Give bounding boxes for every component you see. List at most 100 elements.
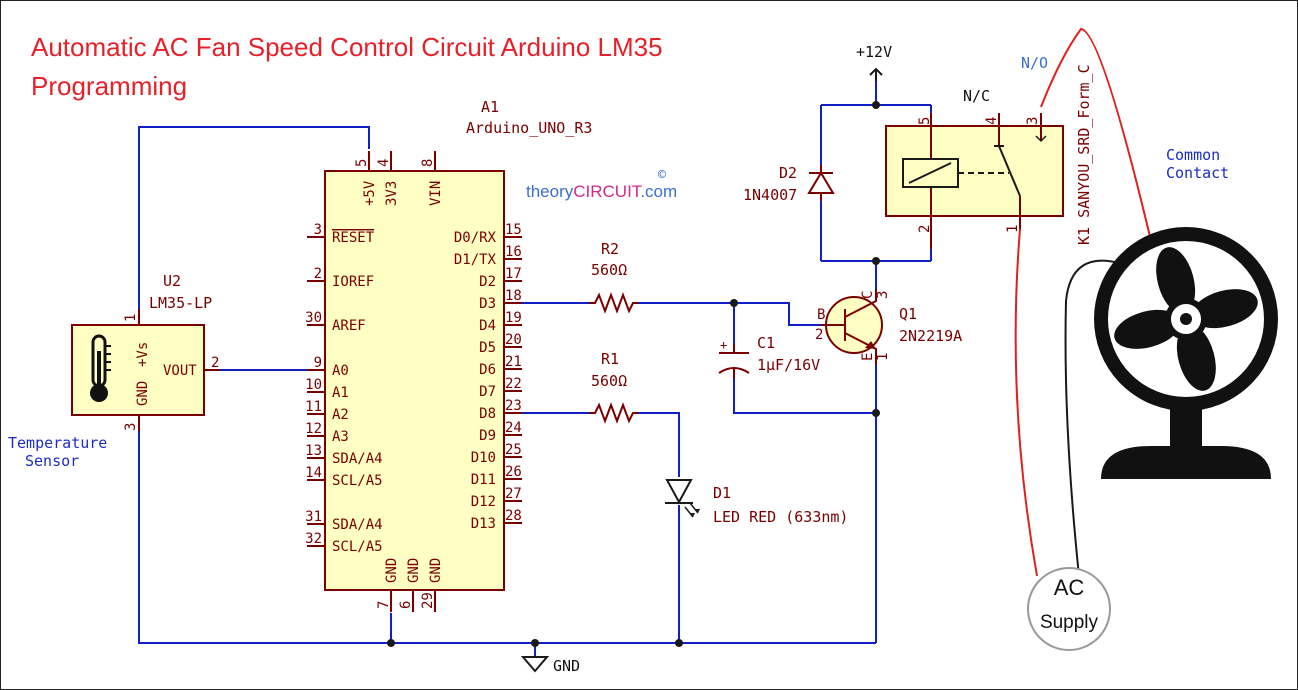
relay-pin-3: 3: [1025, 117, 1041, 125]
arduino-pin-label: A2: [332, 407, 349, 423]
gnd-label: GND: [553, 657, 580, 675]
arduino-pin-label: D12: [471, 494, 496, 510]
d2-ref: D2: [779, 164, 797, 182]
arduino-pin-label: D5: [479, 340, 496, 356]
arduino-pin-num: 5: [354, 159, 370, 167]
ground-symbol: [520, 656, 550, 673]
q1-c: C: [860, 291, 876, 299]
arduino-pin-label: D7: [479, 384, 496, 400]
lm35-sensor: [71, 309, 220, 431]
arduino-pin-num: 13: [305, 443, 322, 459]
d2-value: 1N4007: [743, 186, 797, 204]
arduino-pin-label: IOREF: [332, 274, 374, 290]
arduino-pin-label: D8: [479, 406, 496, 422]
arduino-pin-num: 3: [314, 222, 322, 238]
arduino-pin-label: A3: [332, 429, 349, 445]
c1-ref: C1: [757, 334, 775, 352]
arduino-pin-num: 26: [505, 464, 522, 480]
arduino-pin-label: GND: [406, 558, 422, 583]
arduino-pin-num: 14: [305, 465, 322, 481]
copyright-mark: ©: [658, 168, 666, 183]
arduino-pin-num: 11: [305, 399, 322, 415]
common-contact-2: Contact: [1166, 164, 1229, 182]
arduino-pin-num: 2: [314, 266, 322, 282]
c1-value: 1µF/16V: [757, 356, 820, 374]
arduino-pin-label: A1: [332, 385, 349, 401]
arduino-pin-num: 9: [314, 355, 322, 371]
arduino-pin-label: D0/RX: [454, 230, 497, 246]
arduino-pin-num: 15: [505, 222, 522, 238]
arduino-pin-num: 32: [305, 531, 322, 547]
arduino-pin-label: RESET: [332, 230, 375, 246]
q1-e: E: [860, 353, 876, 361]
arduino-pin-num: 23: [505, 398, 522, 414]
relay-label: K1 SANYOU_SRD_Form_C: [1075, 64, 1093, 245]
arduino-pin-label: GND: [428, 558, 444, 583]
lm35-pin2: 2: [211, 355, 219, 371]
common-contact-1: Common: [1166, 146, 1220, 164]
lm35-vs-label: +Vs: [135, 342, 151, 367]
arduino-pin-num: 19: [505, 310, 522, 326]
ac-supply: [1027, 567, 1111, 651]
r1-ref: R1: [601, 350, 619, 368]
arduino-pin-num: 18: [505, 288, 522, 304]
arduino-pin-num: 12: [305, 421, 322, 437]
title-line-2: Programming: [31, 71, 187, 101]
lm35-pin1: 1: [123, 314, 139, 322]
arduino-pin-num: 17: [505, 266, 522, 282]
arduino-pin-label: D2: [479, 274, 496, 290]
ac-label: AC: [1054, 575, 1085, 600]
v12-label: +12V: [856, 43, 892, 61]
svg-text:+: +: [720, 338, 727, 352]
diode-d2: [807, 165, 835, 201]
arduino-pin-label: 3V3: [384, 181, 400, 206]
supply-label: Supply: [1040, 612, 1099, 633]
resistor-r2: [589, 292, 638, 314]
arduino-pin-num: 21: [505, 354, 522, 370]
thermometer-icon: [90, 334, 111, 402]
capacitor-c1: +: [718, 338, 750, 379]
arduino-ref: A1: [481, 98, 499, 116]
arduino-pin-num: 6: [398, 601, 414, 609]
q1-c-num: 3: [875, 291, 891, 299]
arduino-pin-label: SDA/A4: [332, 517, 383, 533]
arduino-pin-label: D11: [471, 472, 496, 488]
sensor-caption-1: Temperature: [8, 434, 107, 452]
no-label: N/O: [1021, 54, 1048, 72]
arduino-pin-num: 31: [305, 509, 322, 525]
q1-e-num: 1: [875, 353, 891, 361]
arduino-pin-label: GND: [384, 558, 400, 583]
sensor-caption-2: Sensor: [25, 452, 79, 470]
ac-wires: [1014, 27, 1152, 577]
arduino-pin-label: D3: [479, 296, 496, 312]
fan-icon: [1094, 227, 1278, 479]
arduino-value: Arduino_UNO_R3: [466, 119, 592, 137]
d1-value: LED RED (633nm): [713, 508, 848, 526]
arduino-pin-num: 20: [505, 332, 522, 348]
r2-ref: R2: [601, 240, 619, 258]
nc-label: N/C: [963, 87, 990, 105]
led-d1: [665, 479, 700, 518]
r1-value: 560Ω: [591, 372, 627, 390]
arduino-pin-label: A0: [332, 363, 349, 379]
relay-pin-1: 1: [1005, 225, 1021, 233]
q1-ref: Q1: [899, 305, 917, 323]
resistor-r1: [589, 402, 638, 424]
junction-dots: [387, 101, 880, 647]
arduino-pin-num: 16: [505, 244, 522, 260]
watermark: theoryCIRCUIT.com: [526, 182, 677, 201]
arduino-pin-num: 8: [420, 159, 436, 167]
arduino-pin-label: SCL/A5: [332, 473, 383, 489]
arduino-pin-label: D4: [479, 318, 496, 334]
title-line-1: Automatic AC Fan Speed Control Circuit A…: [31, 32, 663, 62]
arduino-pin-label: D10: [471, 450, 496, 466]
q1-b: B: [817, 307, 825, 323]
relay-pin-4: 4: [984, 117, 1000, 125]
arduino-pin-label: D6: [479, 362, 496, 378]
arduino-pin-num: 24: [505, 420, 522, 436]
q1-b-num: 2: [815, 327, 823, 343]
lm35-gnd-label: GND: [135, 381, 151, 406]
r2-value: 560Ω: [591, 261, 627, 279]
